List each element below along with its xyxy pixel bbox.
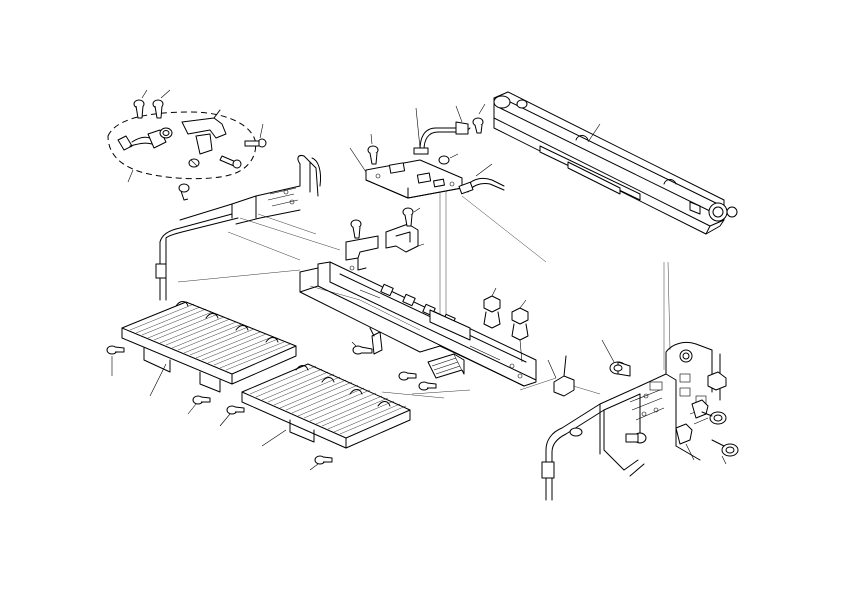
screw (219, 405, 245, 427)
tray-guide-right (241, 363, 411, 449)
assembly-boundary (107, 111, 257, 180)
screw (398, 371, 417, 381)
screw (351, 341, 373, 355)
screw (309, 455, 333, 471)
bushing (625, 432, 647, 444)
clip (707, 371, 727, 391)
screw (219, 155, 242, 169)
bracket (345, 219, 379, 271)
circuit-board (349, 147, 463, 199)
tray-guide-left (121, 301, 297, 397)
clip (691, 399, 709, 419)
clip (675, 423, 695, 461)
leader-line (127, 169, 134, 183)
screw (367, 133, 379, 165)
frame-rail (299, 261, 557, 387)
clip (483, 287, 501, 329)
screw (178, 183, 190, 201)
guide-lines (177, 180, 671, 399)
spring-plate (427, 353, 465, 379)
ring-clip (701, 411, 727, 425)
ring-clip (711, 439, 739, 465)
screw (418, 381, 437, 391)
transfer-unit (493, 91, 738, 235)
cable (413, 105, 471, 155)
screw (187, 395, 211, 415)
clip (511, 299, 529, 363)
screw (244, 123, 267, 148)
screw (472, 103, 486, 134)
screw (188, 158, 200, 168)
harness-connector (117, 127, 173, 151)
bushing (601, 339, 631, 377)
bracket (369, 327, 383, 355)
sensor-assembly-group (107, 109, 257, 183)
screw (438, 153, 459, 165)
bracket (385, 207, 425, 253)
side-frame-left (155, 155, 321, 301)
cable (458, 163, 505, 195)
screw (133, 89, 148, 119)
clip (553, 355, 575, 397)
screw (106, 345, 125, 376)
side-frame-right (541, 341, 721, 501)
sensor-bracket (181, 109, 227, 155)
screw (152, 89, 171, 119)
